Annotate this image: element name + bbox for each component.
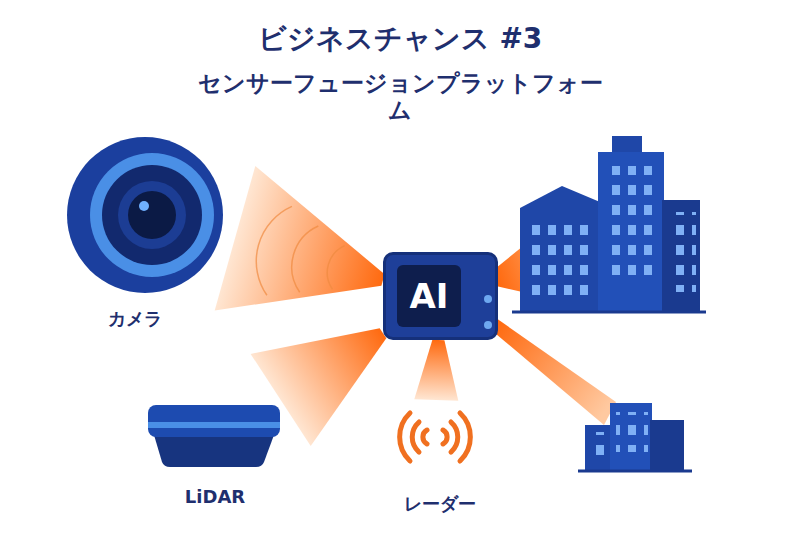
camera-icon [60,135,235,305]
node-label: カメラ [60,307,210,331]
lidar-icon [140,400,290,480]
wave-arc [292,226,319,292]
node-label: LiDAR [140,485,290,509]
camera-node: カメラ [60,135,235,335]
beam-shape [414,340,458,401]
beam-shape [215,166,385,310]
sensor-beam [414,340,458,401]
beam [496,318,616,425]
title: ビジネスチャンス #3 [0,20,800,58]
lidar-node: LiDAR [140,400,290,515]
ai-box: AI [383,252,498,340]
radar-node: レーダー [385,400,495,515]
sensor-beam [215,166,385,310]
small-buildings [578,403,692,471]
node-label: レーダー [385,492,495,516]
wave-arc [327,246,344,290]
subtitle: センサーフュージョンプラットフォーム [195,70,605,124]
wave-arc [256,206,292,295]
radar-icon [385,400,495,475]
city-buildings [512,136,706,312]
node-label: AI [397,265,461,327]
